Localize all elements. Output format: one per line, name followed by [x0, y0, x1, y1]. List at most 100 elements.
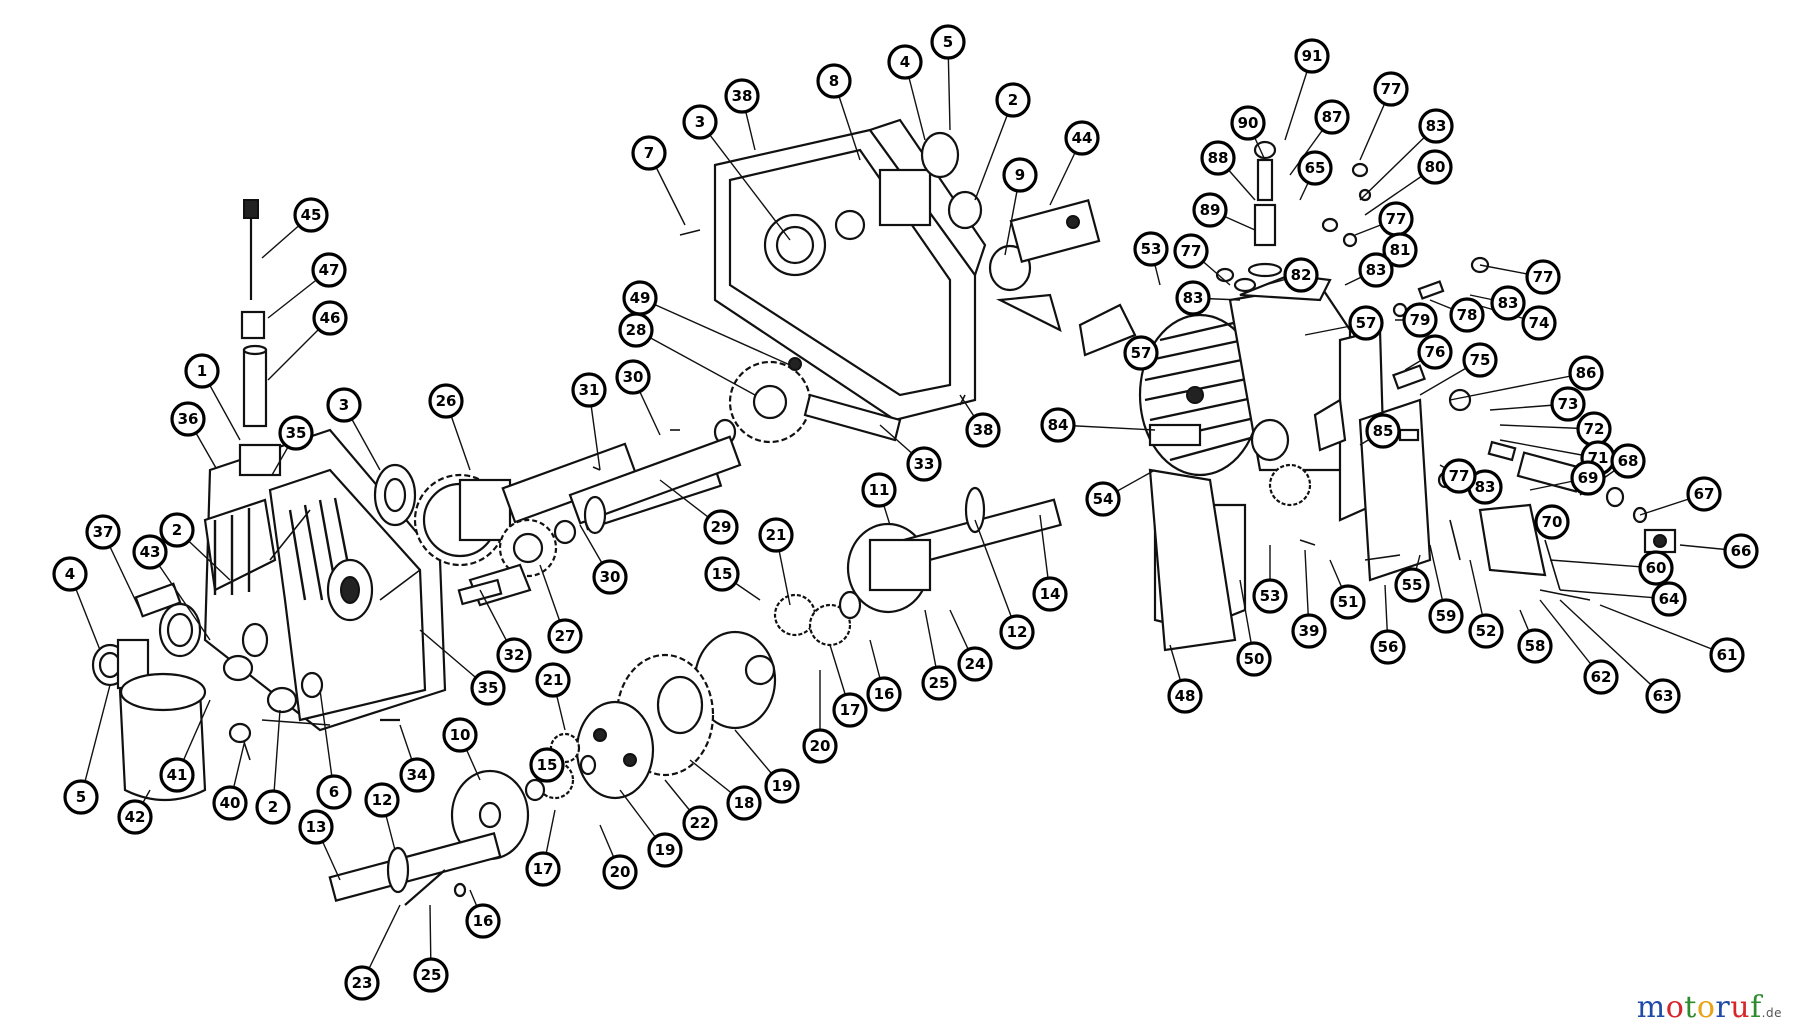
part-callout-69: 69 — [1570, 460, 1606, 496]
part-illustrations — [91, 118, 1677, 906]
part-callout-33: 33 — [906, 446, 942, 482]
callout-number: 68 — [1618, 452, 1639, 470]
part-callout-25: 25 — [921, 665, 957, 701]
part-callout-2: 2 — [995, 82, 1031, 118]
leader-line — [1559, 589, 1670, 600]
part-callout-85: 85 — [1365, 413, 1401, 449]
callout-circle — [615, 359, 651, 395]
callout-number: 77 — [1381, 80, 1402, 98]
watermark-letter: o — [1665, 990, 1685, 1025]
callout-circle — [1133, 231, 1169, 267]
callout-number: 77 — [1449, 467, 1470, 485]
part-callout-64: 64 — [1651, 581, 1687, 617]
part-callout-75: 75 — [1462, 342, 1498, 378]
callout-circle — [631, 135, 667, 171]
part-callout-2: 2 — [255, 789, 291, 825]
callout-number: 37 — [93, 523, 114, 541]
part-callout-20: 20 — [602, 854, 638, 890]
part-callout-19: 19 — [647, 832, 683, 868]
part-callout-57: 57 — [1348, 305, 1384, 341]
part-callout-12: 12 — [364, 782, 400, 818]
callout-circle — [1417, 149, 1453, 185]
callout-circle — [1373, 71, 1409, 107]
part-callout-14: 14 — [1032, 576, 1068, 612]
part-callout-89: 89 — [1192, 192, 1228, 228]
part-callout-27: 27 — [547, 618, 583, 654]
part-callout-61: 61 — [1709, 637, 1745, 673]
callout-number: 15 — [712, 565, 733, 583]
callout-circle — [184, 353, 220, 389]
callout-number: 3 — [339, 396, 349, 414]
callout-circle — [1032, 576, 1068, 612]
callout-number: 88 — [1208, 149, 1229, 167]
callout-circle — [571, 372, 607, 408]
callout-number: 2 — [268, 798, 278, 816]
callout-number: 74 — [1529, 314, 1550, 332]
callout-circle — [465, 903, 501, 939]
callout-number: 3 — [695, 113, 705, 131]
callout-circle — [52, 556, 88, 592]
part-callout-80: 80 — [1417, 149, 1453, 185]
part-callout-86: 86 — [1568, 355, 1604, 391]
callout-number: 19 — [655, 841, 676, 859]
part-callout-48: 48 — [1167, 678, 1203, 714]
callout-number: 45 — [301, 206, 322, 224]
callout-circle — [1638, 550, 1674, 586]
part-callout-49: 49 — [622, 280, 658, 316]
callout-number: 4 — [65, 565, 75, 583]
callout-number: 8 — [829, 72, 839, 90]
callout-circle — [1175, 280, 1211, 316]
callout-circle — [682, 805, 718, 841]
callout-number: 35 — [286, 424, 307, 442]
callout-number: 7 — [644, 144, 654, 162]
dipstick-assembly — [240, 199, 268, 428]
callout-number: 20 — [810, 737, 831, 755]
callout-number: 51 — [1338, 593, 1359, 611]
callout-circle — [413, 957, 449, 993]
callout-number: 38 — [973, 421, 994, 439]
callout-number: 26 — [436, 392, 457, 410]
callout-circle — [930, 24, 966, 60]
leader-line — [699, 121, 791, 241]
callout-circle — [535, 662, 571, 698]
part-callout-63: 63 — [1645, 678, 1681, 714]
callout-circle — [1521, 305, 1557, 341]
part-callout-35: 35 — [278, 415, 314, 451]
part-callout-81: 81 — [1382, 232, 1418, 268]
callout-circle — [832, 692, 868, 728]
part-callout-17: 17 — [525, 851, 561, 887]
callout-number: 17 — [840, 701, 861, 719]
callout-circle — [1645, 678, 1681, 714]
callout-number: 39 — [1299, 622, 1320, 640]
part-callout-67: 67 — [1686, 476, 1722, 512]
part-callout-53: 53 — [1133, 231, 1169, 267]
part-callout-50: 50 — [1236, 641, 1272, 677]
callout-number: 2 — [1008, 91, 1018, 109]
callout-circle — [1348, 305, 1384, 341]
part-callout-83: 83 — [1358, 252, 1394, 288]
callout-circle — [1417, 334, 1453, 370]
part-callout-40: 40 — [212, 785, 248, 821]
callout-number: 29 — [711, 518, 732, 536]
callout-circle — [1610, 443, 1646, 479]
callout-number: 43 — [140, 543, 161, 561]
callout-number: 27 — [555, 627, 576, 645]
part-callout-11: 11 — [861, 472, 897, 508]
callout-number: 19 — [772, 777, 793, 795]
part-callout-53: 53 — [1252, 578, 1288, 614]
callout-circle — [442, 717, 478, 753]
callout-circle — [704, 556, 740, 592]
callout-number: 35 — [478, 679, 499, 697]
callout-number: 24 — [965, 655, 986, 673]
part-callout-83: 83 — [1175, 280, 1211, 316]
callout-number: 2 — [172, 521, 182, 539]
part-callout-77: 77 — [1373, 71, 1409, 107]
part-callout-6: 6 — [316, 774, 352, 810]
upper-case — [679, 118, 1137, 442]
callout-number: 50 — [1244, 650, 1265, 668]
callout-circle — [758, 517, 794, 553]
watermark-letter: r — [1715, 990, 1731, 1025]
part-callout-10: 10 — [442, 717, 478, 753]
callout-circle — [866, 676, 902, 712]
